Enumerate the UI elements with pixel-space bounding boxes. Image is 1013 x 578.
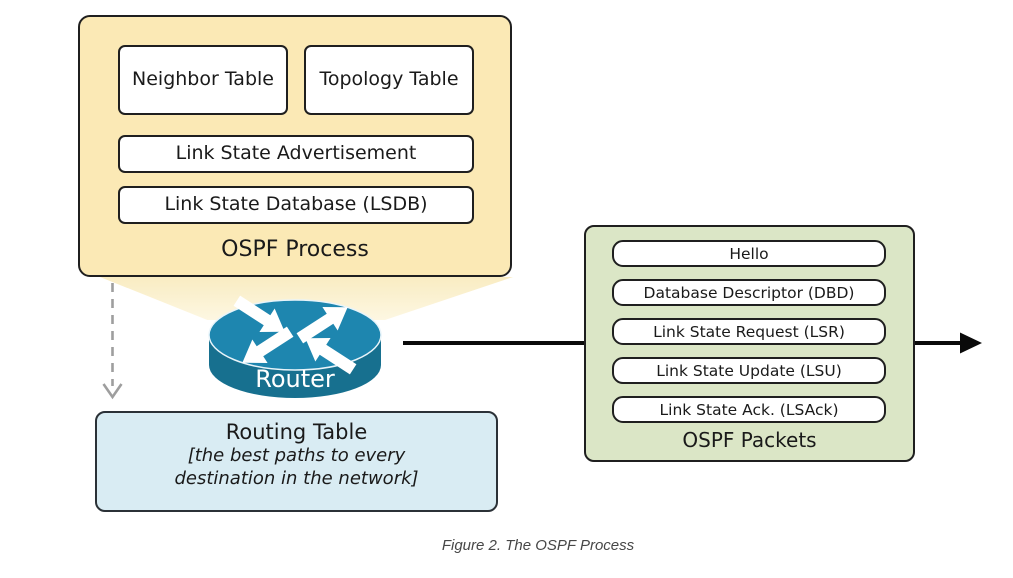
packet-lsack-label: Link State Ack. (LSAck) xyxy=(659,400,839,419)
link-state-advertisement-label: Link State Advertisement xyxy=(175,142,417,165)
packet-lsack: Link State Ack. (LSAck) xyxy=(612,396,886,423)
packet-lsr-label: Link State Request (LSR) xyxy=(653,322,845,341)
packet-dbd: Database Descriptor (DBD) xyxy=(612,279,886,306)
ospf-process-panel: Neighbor Table Topology Table Link State… xyxy=(78,15,512,277)
process-to-routing-table-arrow xyxy=(102,283,123,400)
ospf-packets-panel: Hello Database Descriptor (DBD) Link Sta… xyxy=(584,225,915,462)
ospf-process-title: OSPF Process xyxy=(221,237,369,262)
open-arrowhead-icon xyxy=(102,383,123,400)
router-icon: Router xyxy=(208,289,382,398)
packet-dbd-label: Database Descriptor (DBD) xyxy=(643,283,855,302)
routing-table-title: Routing Table xyxy=(225,420,368,444)
packet-lsu: Link State Update (LSU) xyxy=(612,357,886,384)
packet-hello: Hello xyxy=(612,240,886,267)
routing-table-subtitle: [the best paths to every destination in … xyxy=(174,445,419,489)
arrowhead-icon xyxy=(960,332,982,354)
packet-lsu-label: Link State Update (LSU) xyxy=(656,361,842,380)
link-state-database-box: Link State Database (LSDB) xyxy=(118,186,474,224)
routing-table-box: Routing Table [the best paths to every d… xyxy=(95,411,498,512)
topology-table-label: Topology Table xyxy=(319,68,459,91)
figure-caption: Figure 2. The OSPF Process xyxy=(441,537,635,554)
topology-table-box: Topology Table xyxy=(304,45,474,115)
packet-hello-label: Hello xyxy=(729,244,769,263)
ospf-packets-title: OSPF Packets xyxy=(682,428,817,452)
link-state-database-label: Link State Database (LSDB) xyxy=(164,193,428,216)
router-label: Router xyxy=(255,365,335,393)
link-state-advertisement-box: Link State Advertisement xyxy=(118,135,474,173)
neighbor-table-label: Neighbor Table xyxy=(132,68,274,91)
neighbor-table-box: Neighbor Table xyxy=(118,45,288,115)
packet-lsr: Link State Request (LSR) xyxy=(612,318,886,345)
